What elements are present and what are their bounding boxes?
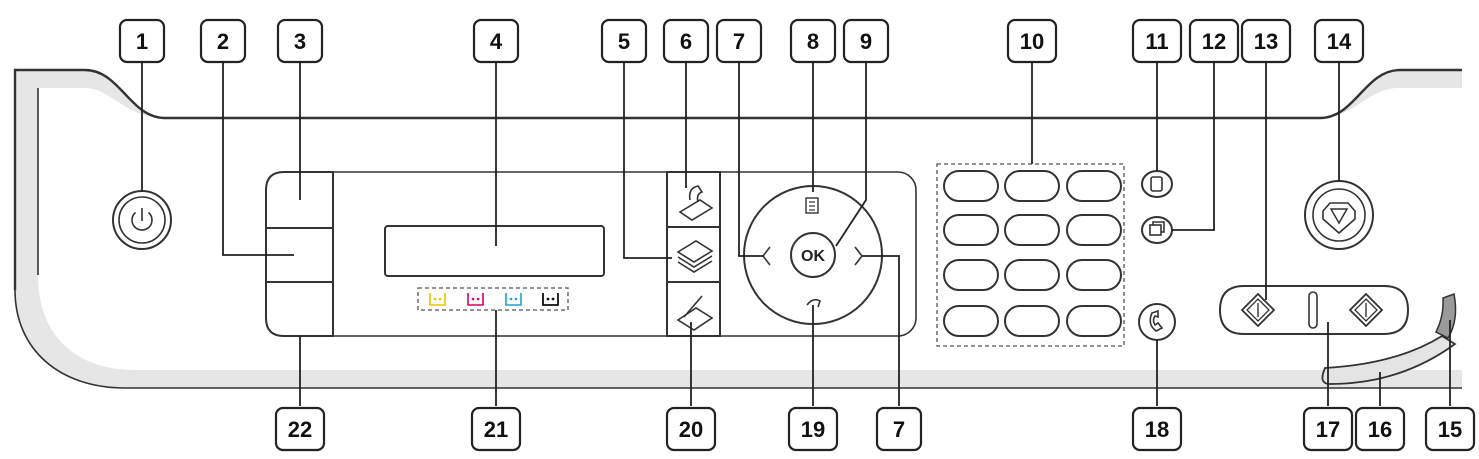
callout-c9: 9 xyxy=(842,18,890,64)
copy-button[interactable] xyxy=(666,226,721,283)
stop-button[interactable] xyxy=(1304,180,1374,250)
callout-number: 1 xyxy=(136,29,148,54)
stop-icon xyxy=(1322,202,1356,235)
callout-c6: 6 xyxy=(662,18,710,64)
callout-number: 22 xyxy=(288,417,312,442)
callout-number: 8 xyxy=(807,29,819,54)
keypad-key[interactable] xyxy=(943,214,999,246)
color-start-button[interactable] xyxy=(1348,292,1384,328)
address-extra-button[interactable] xyxy=(1141,216,1173,244)
callout-number: 5 xyxy=(618,29,630,54)
copy-icon xyxy=(676,240,714,273)
callout-number: 10 xyxy=(1020,29,1044,54)
callout-c22: 22 xyxy=(274,406,326,452)
start-buttons xyxy=(1218,285,1410,335)
back-button[interactable] xyxy=(806,298,821,308)
scan-button[interactable] xyxy=(666,281,721,337)
keypad-key[interactable] xyxy=(1066,305,1122,337)
callout-number: 12 xyxy=(1202,29,1226,54)
black-start-button[interactable] xyxy=(1240,292,1276,328)
pause-icon xyxy=(1149,221,1165,236)
callout-number: 3 xyxy=(294,29,306,54)
toner-cyan-icon xyxy=(505,293,522,306)
keypad-key[interactable] xyxy=(1004,170,1060,202)
callout-number: 7 xyxy=(733,29,745,54)
callout-c8: 8 xyxy=(789,18,837,64)
callout-c14: 14 xyxy=(1313,18,1365,64)
callout-c2: 2 xyxy=(199,18,247,64)
fax-button[interactable] xyxy=(666,171,721,228)
callout-number: 21 xyxy=(484,417,508,442)
keypad-key[interactable] xyxy=(1066,170,1122,202)
fax-icon xyxy=(678,185,714,221)
callout-c11: 11 xyxy=(1131,18,1183,64)
on-hook-dial-button[interactable] xyxy=(1138,303,1176,341)
redial-icon xyxy=(1150,176,1163,192)
leader-lines xyxy=(141,63,1451,406)
callout-c12: 12 xyxy=(1188,18,1240,64)
toner-yellow-icon xyxy=(429,293,446,306)
on-hook-dial-icon xyxy=(1149,309,1164,332)
callout-number: 16 xyxy=(1368,417,1392,442)
address-book-button[interactable] xyxy=(805,197,819,214)
callout-c3: 3 xyxy=(276,18,324,64)
callout-number: 20 xyxy=(679,417,703,442)
callout-number: 19 xyxy=(801,417,825,442)
callout-c5: 5 xyxy=(600,18,648,64)
start-icon xyxy=(1348,292,1384,328)
keypad-key[interactable] xyxy=(1004,214,1060,246)
keypad-key[interactable] xyxy=(1066,259,1122,291)
redial-pause-button[interactable] xyxy=(1141,170,1173,198)
callout-number: 17 xyxy=(1316,417,1340,442)
callout-c20: 20 xyxy=(665,406,717,452)
numeric-keypad xyxy=(936,163,1125,347)
callout-number: 6 xyxy=(680,29,692,54)
keypad-key[interactable] xyxy=(943,305,999,337)
keypad-key[interactable] xyxy=(943,170,999,202)
callout-number: 18 xyxy=(1145,417,1169,442)
keypad-key[interactable] xyxy=(1004,259,1060,291)
callout-c7a: 7 xyxy=(715,18,763,64)
toner-magenta-icon xyxy=(467,293,484,306)
callout-c4: 4 xyxy=(472,18,520,64)
toner-status xyxy=(417,287,569,311)
power-button[interactable] xyxy=(112,190,172,250)
keypad-key[interactable] xyxy=(943,259,999,291)
callout-c10: 10 xyxy=(1006,18,1058,64)
output-support xyxy=(1321,334,1457,385)
callout-number: 11 xyxy=(1145,29,1168,54)
start-icon xyxy=(1240,292,1276,328)
toner-black-icon xyxy=(542,293,559,306)
address-book-icon xyxy=(805,197,819,214)
callout-number: 15 xyxy=(1438,417,1462,442)
callout-number: 2 xyxy=(217,29,229,54)
ok-button[interactable]: OK xyxy=(790,232,836,278)
callout-c17: 17 xyxy=(1302,406,1354,452)
callout-c18: 18 xyxy=(1131,406,1183,452)
ok-label: OK xyxy=(801,248,825,265)
callout-c15: 15 xyxy=(1424,406,1476,452)
navigation-pad: OK xyxy=(743,185,883,325)
callout-number: 13 xyxy=(1254,29,1278,54)
back-icon xyxy=(806,298,821,308)
callout-c21: 21 xyxy=(470,406,522,452)
callout-c13: 13 xyxy=(1240,18,1292,64)
callout-c16: 16 xyxy=(1354,406,1406,452)
scan-icon xyxy=(676,295,714,331)
keypad-key[interactable] xyxy=(1004,305,1060,337)
button-22[interactable] xyxy=(265,281,334,337)
callout-number: 14 xyxy=(1327,29,1352,54)
callout-number: 9 xyxy=(860,29,872,54)
callout-c1: 1 xyxy=(118,18,166,64)
callout-c7b: 7 xyxy=(875,406,923,452)
display-screen xyxy=(384,225,605,277)
callout-number: 7 xyxy=(893,417,905,442)
keypad-key[interactable] xyxy=(1066,214,1122,246)
power-icon xyxy=(131,208,153,231)
callout-c19: 19 xyxy=(787,406,839,452)
callout-number: 4 xyxy=(490,29,503,54)
